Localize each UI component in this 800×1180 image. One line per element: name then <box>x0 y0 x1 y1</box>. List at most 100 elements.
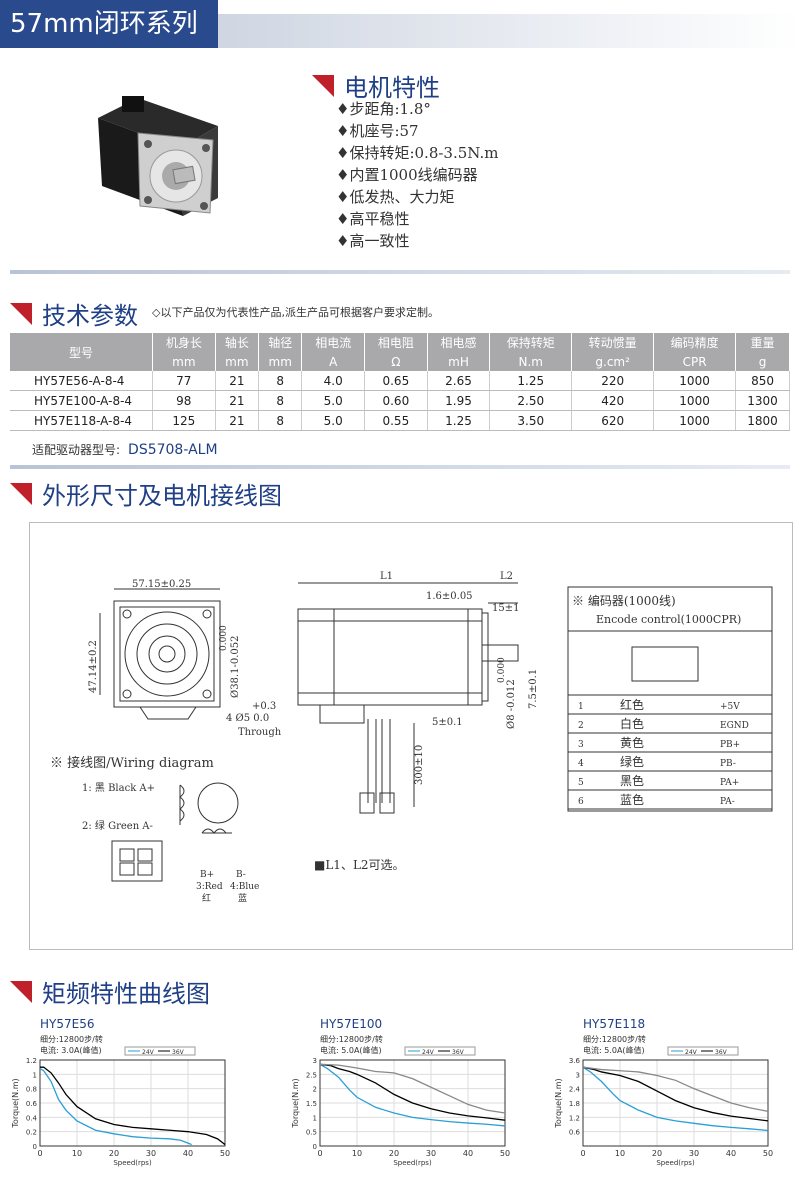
feature-item: ♦高平稳性 <box>336 210 410 228</box>
section-divider <box>10 465 790 469</box>
unit-header: Ω <box>364 352 428 371</box>
encoder-cell: 黑色 <box>620 774 644 788</box>
value-cell: 220 <box>571 371 655 391</box>
series-line <box>319 1063 506 1127</box>
flat-label: 7.5±0.1 <box>528 669 539 709</box>
value-cell: 1000 <box>653 371 737 391</box>
value-cell: 850 <box>735 371 790 391</box>
chart-title: HY57E100 <box>320 1017 382 1031</box>
encoder-cell: PA+ <box>720 778 739 788</box>
x-tick-label: 10 <box>615 1149 625 1158</box>
x-tick-label: 20 <box>109 1149 119 1158</box>
x-tick-label: 0 <box>37 1149 42 1158</box>
unit-header: A <box>301 352 366 371</box>
value-cell: 1300 <box>735 390 790 411</box>
value-cell: 0.55 <box>364 410 428 431</box>
y-tick-label: 0.6 <box>26 1100 38 1108</box>
encoder-cell: 1 <box>578 702 584 712</box>
chart-title: HY57E56 <box>40 1017 94 1031</box>
encoder-cell: PA- <box>720 797 735 807</box>
banner-gradient <box>218 14 800 48</box>
l2-label: L2 <box>500 571 513 582</box>
page-title: 57mm闭环系列 <box>0 0 218 48</box>
x-tick-label: 0 <box>580 1149 585 1158</box>
series-line <box>582 1066 769 1132</box>
y-tick-label: 0.8 <box>26 1086 37 1094</box>
features-heading: 电机特性 <box>312 68 440 103</box>
y-axis-label: Torque(N.m) <box>11 1078 20 1128</box>
hole-tol: +0.3 <box>252 701 276 712</box>
series-line <box>582 1066 769 1112</box>
value-cell: 5.0 <box>301 390 366 411</box>
red-triangle-icon <box>10 302 32 325</box>
wire-label: 3:Red <box>196 882 223 892</box>
encoder-cell: 白色 <box>620 716 644 731</box>
unit-header: mm <box>258 352 303 371</box>
col-header: 编码精度 <box>653 333 737 352</box>
series-line <box>319 1063 506 1114</box>
d3-label: 5±0.1 <box>432 717 463 728</box>
unit-header: mH <box>427 352 491 371</box>
chart-subtitle: 电流: 5.0A(峰值) <box>320 1045 382 1055</box>
y-tick-label: 0.4 <box>26 1114 38 1122</box>
col-header: 相电感 <box>427 333 491 352</box>
dimension-drawing: 57.15±0.25 47.14±0.2 Ø38.1-0.052 0.000 +… <box>50 571 773 904</box>
value-cell: 8 <box>258 371 303 391</box>
red-triangle-icon <box>10 980 32 1003</box>
motor-image <box>98 96 218 216</box>
encoder-cell: 4 <box>578 759 584 769</box>
col-header: 保持转矩 <box>489 333 573 352</box>
col-header: 相电阻 <box>364 333 428 352</box>
plot-frame <box>39 1059 226 1147</box>
params-title: 技术参数 <box>42 302 138 330</box>
value-cell: 8 <box>258 390 303 411</box>
x-tick-label: 10 <box>352 1149 362 1158</box>
value-cell: 420 <box>571 390 655 411</box>
y-axis-label: Torque(N.m) <box>554 1078 563 1128</box>
y-tick-label: 1.5 <box>306 1100 317 1108</box>
x-tick-label: 30 <box>146 1149 156 1158</box>
value-cell: 1.25 <box>489 371 573 391</box>
col-header: 轴长 <box>215 333 260 352</box>
driver-line: 适配驱动器型号:DS5708-ALM <box>32 441 218 458</box>
unit-header: mm <box>215 352 260 371</box>
features-title: 电机特性 <box>344 74 440 102</box>
header-banner: 57mm闭环系列 <box>0 0 800 48</box>
dims-heading: 外形尺寸及电机接线图 <box>10 476 282 511</box>
d1-label: 1.6±0.05 <box>426 591 473 602</box>
col-header: 机身长 <box>152 333 216 352</box>
l1-label: L1 <box>380 571 393 582</box>
x-tick-label: 30 <box>426 1149 436 1158</box>
value-cell: 1800 <box>735 410 790 431</box>
value-cell: 4.0 <box>301 371 366 391</box>
spec-table: 型号 机身长 轴长 轴径 相电流 相电阻 相电感 保持转矩 转动惯量 编码精度 … <box>10 333 790 431</box>
x-tick-label: 50 <box>220 1149 230 1158</box>
model-cell: HY57E56-A-8-4 <box>10 371 153 391</box>
x-axis-label: Speed(rps) <box>656 1159 695 1167</box>
encoder-cell: 2 <box>578 721 584 731</box>
value-cell: 98 <box>152 390 216 411</box>
wiring-title: ※ 接线图/Wiring diagram <box>50 755 214 771</box>
d2-label: 15±1 <box>492 603 519 614</box>
model-cell: HY57E100-A-8-4 <box>10 390 153 411</box>
lead-label: 300±10 <box>414 745 425 785</box>
value-cell: 1000 <box>653 410 737 431</box>
y-tick-label: 0 <box>313 1143 317 1151</box>
shaft-tol: 0.000 <box>497 657 507 683</box>
unit-header: CPR <box>653 352 737 371</box>
encoder-cell: EGND <box>720 721 749 731</box>
chart-title: HY57E118 <box>583 1017 645 1031</box>
value-cell: 620 <box>571 410 655 431</box>
legend-label: 36V <box>172 1049 185 1056</box>
legend-label: 36V <box>452 1049 465 1056</box>
unit-header: mm <box>152 352 216 371</box>
x-tick-label: 10 <box>72 1149 82 1158</box>
value-cell: 3.50 <box>489 410 573 431</box>
unit-header: N.m <box>489 352 573 371</box>
y-tick-label: 0 <box>33 1143 37 1151</box>
value-cell: 21 <box>215 390 260 411</box>
